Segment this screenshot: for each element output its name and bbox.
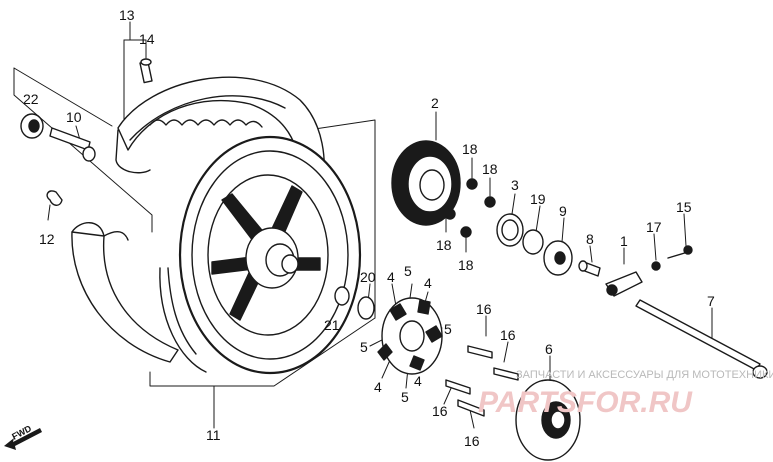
spacer-8 bbox=[578, 260, 601, 277]
callout-22: 22 bbox=[23, 91, 39, 107]
callout-18d: 18 bbox=[458, 257, 474, 273]
callout-16a: 16 bbox=[476, 301, 492, 317]
brake-disc-6 bbox=[515, 379, 581, 461]
callout-16b: 16 bbox=[500, 327, 516, 343]
spacer-10 bbox=[49, 127, 96, 162]
clip-12 bbox=[46, 190, 63, 206]
callout-6: 6 bbox=[545, 341, 553, 357]
bolt-15 bbox=[667, 245, 693, 259]
callout-12: 12 bbox=[39, 231, 55, 247]
nut-17 bbox=[651, 261, 661, 271]
callout-16c: 16 bbox=[432, 403, 448, 419]
tire bbox=[115, 76, 325, 201]
callout-8: 8 bbox=[586, 231, 594, 247]
bearing-22 bbox=[20, 113, 44, 139]
callout-19: 19 bbox=[530, 191, 546, 207]
callout-4b: 4 bbox=[424, 275, 432, 291]
callout-14: 14 bbox=[139, 31, 155, 47]
callout-4c: 4 bbox=[374, 379, 382, 395]
watermark-logo: PARTSFOR.RU bbox=[478, 386, 693, 419]
callout-labels: 13 14 22 10 12 11 2 18 18 18 18 3 19 9 8… bbox=[23, 7, 715, 449]
inner-tube bbox=[71, 222, 179, 363]
fwd-arrow: FWD bbox=[4, 423, 42, 450]
axle-7 bbox=[635, 299, 768, 379]
callout-11: 11 bbox=[206, 427, 221, 443]
nuts-18 bbox=[444, 178, 496, 238]
callout-18b: 18 bbox=[482, 161, 498, 177]
studs-16 bbox=[445, 345, 519, 417]
valve-stem bbox=[139, 58, 153, 84]
callout-18c: 18 bbox=[436, 237, 452, 253]
ring-19 bbox=[522, 229, 544, 255]
callout-7: 7 bbox=[707, 293, 715, 309]
leader-lines bbox=[13, 21, 713, 429]
callout-4a: 4 bbox=[387, 269, 395, 285]
seal-3 bbox=[496, 213, 524, 247]
callout-17: 17 bbox=[646, 219, 662, 235]
callout-20: 20 bbox=[360, 269, 376, 285]
collar-9 bbox=[543, 240, 573, 276]
callout-15: 15 bbox=[676, 199, 692, 215]
bearing-21 bbox=[334, 286, 350, 306]
adjuster-1 bbox=[605, 271, 643, 297]
callout-4d: 4 bbox=[414, 373, 422, 389]
damper-hub bbox=[377, 297, 443, 375]
callout-5c: 5 bbox=[360, 339, 368, 355]
callout-16d: 16 bbox=[464, 433, 480, 449]
watermark-text: ЗАПЧАСТИ И АКСЕССУАРЫ ДЛЯ МОТОТЕХНИКИ bbox=[516, 369, 773, 381]
callout-5a: 5 bbox=[404, 263, 412, 279]
callout-2: 2 bbox=[431, 95, 439, 111]
sprocket bbox=[391, 140, 461, 226]
callout-5d: 5 bbox=[401, 389, 409, 405]
callout-5b: 5 bbox=[444, 321, 452, 337]
callout-10: 10 bbox=[66, 109, 82, 125]
callout-9: 9 bbox=[559, 203, 567, 219]
callout-21: 21 bbox=[324, 317, 340, 333]
callout-18a: 18 bbox=[462, 141, 478, 157]
rear-wheel bbox=[159, 135, 362, 375]
callout-3: 3 bbox=[511, 177, 519, 193]
callout-1: 1 bbox=[620, 233, 628, 249]
ring-20 bbox=[357, 296, 375, 320]
callout-13: 13 bbox=[119, 7, 135, 23]
